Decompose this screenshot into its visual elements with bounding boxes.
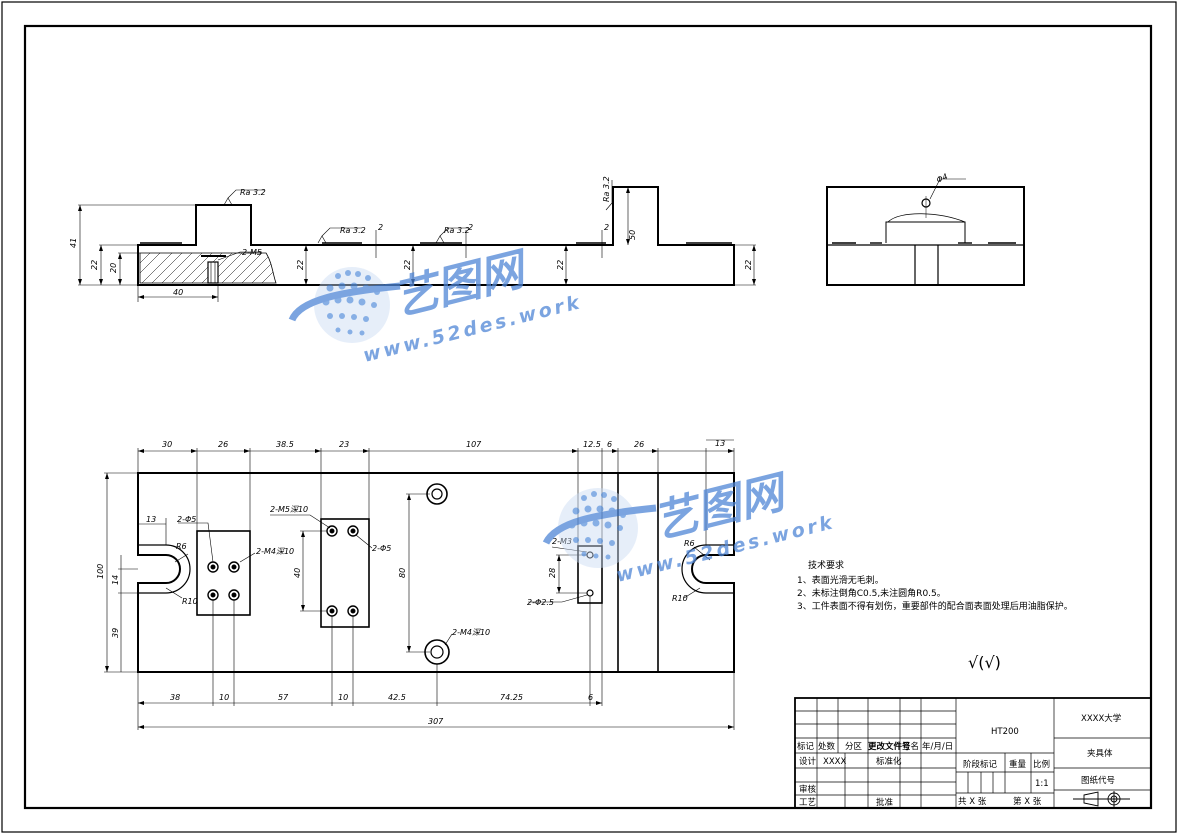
front-dim-13-slot: 13 [146,515,156,524]
top-dim-50: 50 [628,230,637,240]
front-top-dim-107: 107 [466,440,482,449]
tb-design-name: XXXX [823,757,846,767]
tb-label-date: 年/月/日 [922,741,953,752]
inner-border [23,24,1153,810]
top-dim-22-d: 22 [556,260,565,270]
tech-notes: 技术要求 1、表面光滑无毛刺。 2、未标注倒角C0.5,未注圆角R0.5。 3、… [797,559,1073,612]
front-bottom-dim-38: 38 [170,693,180,702]
top-roughness-2: Ra 3.2 [340,226,366,235]
front-top-dim-23: 23 [339,440,349,449]
top-dim-2-b: 2 [468,223,473,232]
tb-design-label: 设计 [799,756,817,767]
tb-stage-label: 阶段标记 [963,759,998,770]
front-r10-left: R10 [182,597,198,606]
top-roughness-3: Ra 3.2 [444,226,470,235]
front-overall-dim: 307 [428,717,444,726]
front-top-dim-38-5: 38.5 [276,440,294,449]
tb-label-change-doc: 更改文件号 [868,741,911,752]
top-roughness-4: Ra 3.2 [602,176,611,202]
side-view [826,178,1025,286]
front-top-dim-13: 13 [715,439,725,448]
top-view [78,180,756,302]
top-roughness-1: Ra 3.2 [240,188,266,197]
tb-label-zone: 分区 [845,742,863,752]
tech-note-2: 2、未标注倒角C0.5,未注圆角R0.5。 [797,587,946,599]
callout-m4-left: 2-M4深10 [256,547,294,556]
front-r6-right: R6 [684,539,695,548]
front-top-dim-26: 26 [218,440,228,449]
tb-scale-label: 比例 [1033,759,1050,770]
tb-sheets-total: 共 X 张 [958,797,987,807]
callout-phi5-mid: 2-Φ5 [372,544,391,553]
title-block [794,697,1152,809]
callout-phi2-5: 2-Φ2.5 [527,598,554,607]
tb-drawing-no-label: 图纸代号 [1081,775,1115,786]
tb-weight-label: 重量 [1009,759,1027,770]
tb-approve-label: 批准 [876,797,894,808]
tb-sheet-no: 第 X 张 [1013,796,1042,807]
front-mid-dim-40: 40 [293,568,302,578]
tb-label-count: 处数 [818,741,836,752]
tech-notes-title: 技术要求 [808,559,844,571]
top-dim-2-c: 2 [604,223,609,232]
callout-m3: 2-M3 [552,537,572,546]
tb-review-label: 审核 [799,784,817,795]
surface-finish-symbol: √(√) [968,653,1001,672]
callout-m4-bottom: 2-M4深10 [452,628,490,637]
tech-note-1: 1、表面光滑无毛刺。 [797,574,884,586]
callout-phi5-left: 2-Φ5 [177,515,196,524]
front-bottom-dim-10-b: 10 [338,693,348,702]
front-bottom-dim-74-25: 74.25 [500,693,523,702]
top-dim-20: 20 [109,263,118,273]
tb-standardize-label: 标准化 [876,756,902,767]
front-bottom-dim-10: 10 [219,693,229,702]
side-hole-label: Φ4 [935,172,949,185]
front-left-dim-14: 14 [111,575,120,585]
callout-m5-mid: 2-M5深10 [270,505,308,514]
tb-material: HT200 [991,727,1019,737]
top-dim-41: 41 [69,238,78,248]
front-view [104,439,735,730]
top-dim-22-left: 22 [90,260,99,270]
tech-note-3: 3、工件表面不得有划伤，重要部件的配合面表面处理后用油脂保护。 [797,600,1073,612]
top-dim-2-a: 2 [378,223,383,232]
front-bottom-dim-42-5: 42.5 [388,693,406,702]
front-top-dim-26-b: 26 [634,440,644,449]
front-bottom-dim-6: 6 [588,693,593,702]
front-bottom-dim-57: 57 [278,693,289,702]
top-dim-22-c: 22 [403,260,412,270]
tb-scale-value: 1:1 [1035,779,1049,789]
tb-school: XXXX大学 [1081,713,1122,724]
front-top-dim-6: 6 [607,440,612,449]
tb-label-mark: 标记 [797,741,815,752]
front-left-dim-39: 39 [111,628,120,638]
front-r10-right: R10 [672,594,688,603]
tb-label-sign: 签名 [902,741,919,752]
front-top-dim-12-5: 12.5 [583,440,601,449]
front-left-dim-100: 100 [96,564,105,579]
top-dim-22-b: 22 [296,260,305,270]
tb-process-label: 工艺 [799,798,816,808]
top-dim-40: 40 [173,288,183,297]
top-thread-label: 2-M5 [242,248,262,257]
front-mid-dim-28: 28 [548,568,557,578]
top-dim-22-e: 22 [744,260,753,270]
front-top-dim-30: 30 [162,440,172,449]
front-r6-left: R6 [176,542,187,551]
front-mid-dim-80: 80 [398,568,407,578]
tb-part-name: 夹具体 [1087,748,1113,759]
